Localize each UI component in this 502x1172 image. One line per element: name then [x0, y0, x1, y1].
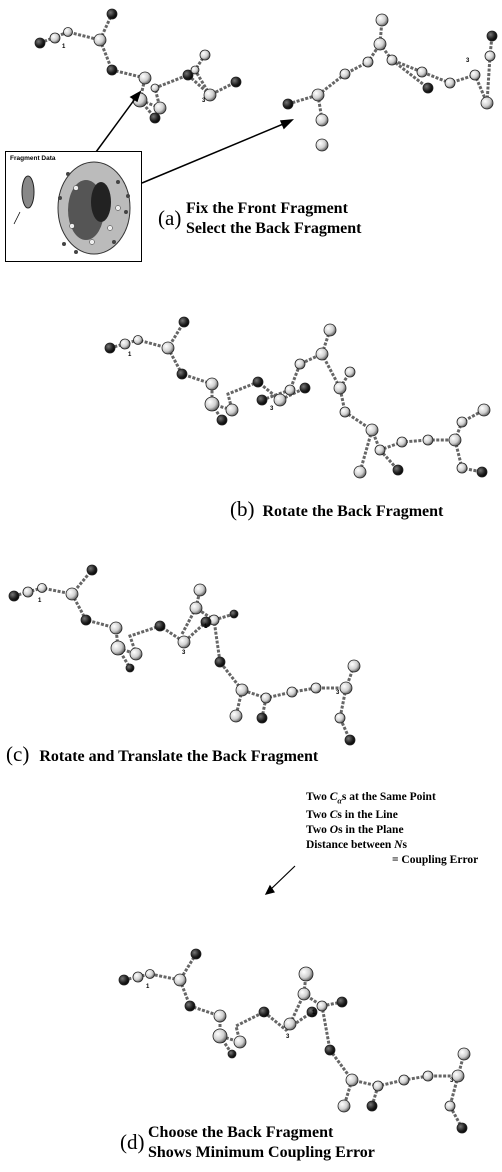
caption-d-label: (d)	[120, 1130, 145, 1154]
residue-label-3-c: 3	[182, 650, 186, 656]
atoms-b	[104, 316, 491, 479]
annotation-line-5: = Coupling Error	[392, 854, 479, 867]
caption-a-line1: Fix the Front Fragment	[186, 200, 348, 217]
atoms-c	[8, 564, 361, 746]
residue-label-1-c-back: 1	[204, 624, 208, 630]
annotation-line-4: Distance between Ns	[306, 839, 407, 852]
panel-d: 1 3 1 3 Two Cαs at the Same Point Two Cs…	[0, 780, 502, 1172]
residue-label-1-d: 1	[146, 984, 150, 990]
caption-d-line2: Shows Minimum Coupling Error	[148, 1144, 375, 1161]
caption-d-line1: Choose the Back Fragment	[148, 1124, 334, 1141]
annotation-line-1: Two Cαs at the Same Point	[306, 791, 436, 806]
panel-a-graphic	[34, 8, 498, 184]
caption-b: (b) Rotate the Back Fragment	[230, 497, 443, 522]
residue-label-3-c-back: 3	[336, 690, 340, 696]
residue-label-3-d-back: 3	[450, 1078, 454, 1084]
atoms-a	[34, 8, 498, 152]
arrows-a	[95, 90, 294, 184]
back-fragment-b	[261, 329, 485, 474]
panel-c: 1 3 1 3 (c) Rotate and Translate the Bac…	[0, 538, 502, 776]
residue-label-1-b: 1	[128, 352, 132, 358]
caption-b-text: Rotate the Back Fragment	[262, 503, 444, 520]
caption-a-line2: Select the Back Fragment	[186, 220, 362, 237]
annotation-line-3: Two Os in the Plane	[306, 824, 404, 837]
caption-a-label: (a)	[158, 206, 182, 230]
panel-a: 1 3 3 Fragment Data (a) Fix the Front Fr…	[0, 0, 502, 290]
panel-c-graphic	[8, 564, 361, 746]
back-fragment-c	[180, 589, 356, 741]
back-fragment-a	[287, 19, 494, 121]
caption-c-label: (c)	[6, 742, 30, 766]
fragment-cloud	[13, 161, 131, 255]
annotation-line-2: Two Cs in the Line	[306, 809, 398, 822]
panel-b-graphic	[104, 316, 491, 479]
panel-b: 1 3 (b) Rotate the Back Fragment	[0, 300, 502, 530]
fragment-data-inset: Fragment Data	[5, 151, 142, 262]
atoms-d	[118, 948, 471, 1134]
caption-c-text: Rotate and Translate the Back Fragment	[39, 748, 319, 765]
residue-label-3-b: 3	[270, 406, 274, 412]
caption-b-label: (b)	[230, 497, 255, 521]
inset-title: Fragment Data	[10, 155, 56, 162]
caption-c: (c) Rotate and Translate the Back Fragme…	[6, 742, 318, 767]
coupling-annotation: Two Cαs at the Same Point Two Cs in the …	[306, 790, 478, 868]
residue-label-3-a-back: 3	[466, 58, 470, 64]
annotation-arrow	[264, 865, 296, 895]
residue-label-1-c: 1	[38, 598, 42, 604]
residue-label-3-a: 3	[202, 98, 206, 104]
panel-d-graphic	[118, 865, 471, 1134]
residue-label-3-d: 3	[286, 1034, 290, 1040]
residue-label-1-a: 1	[62, 44, 66, 50]
residue-label-1-d-back: 1	[312, 1010, 316, 1016]
